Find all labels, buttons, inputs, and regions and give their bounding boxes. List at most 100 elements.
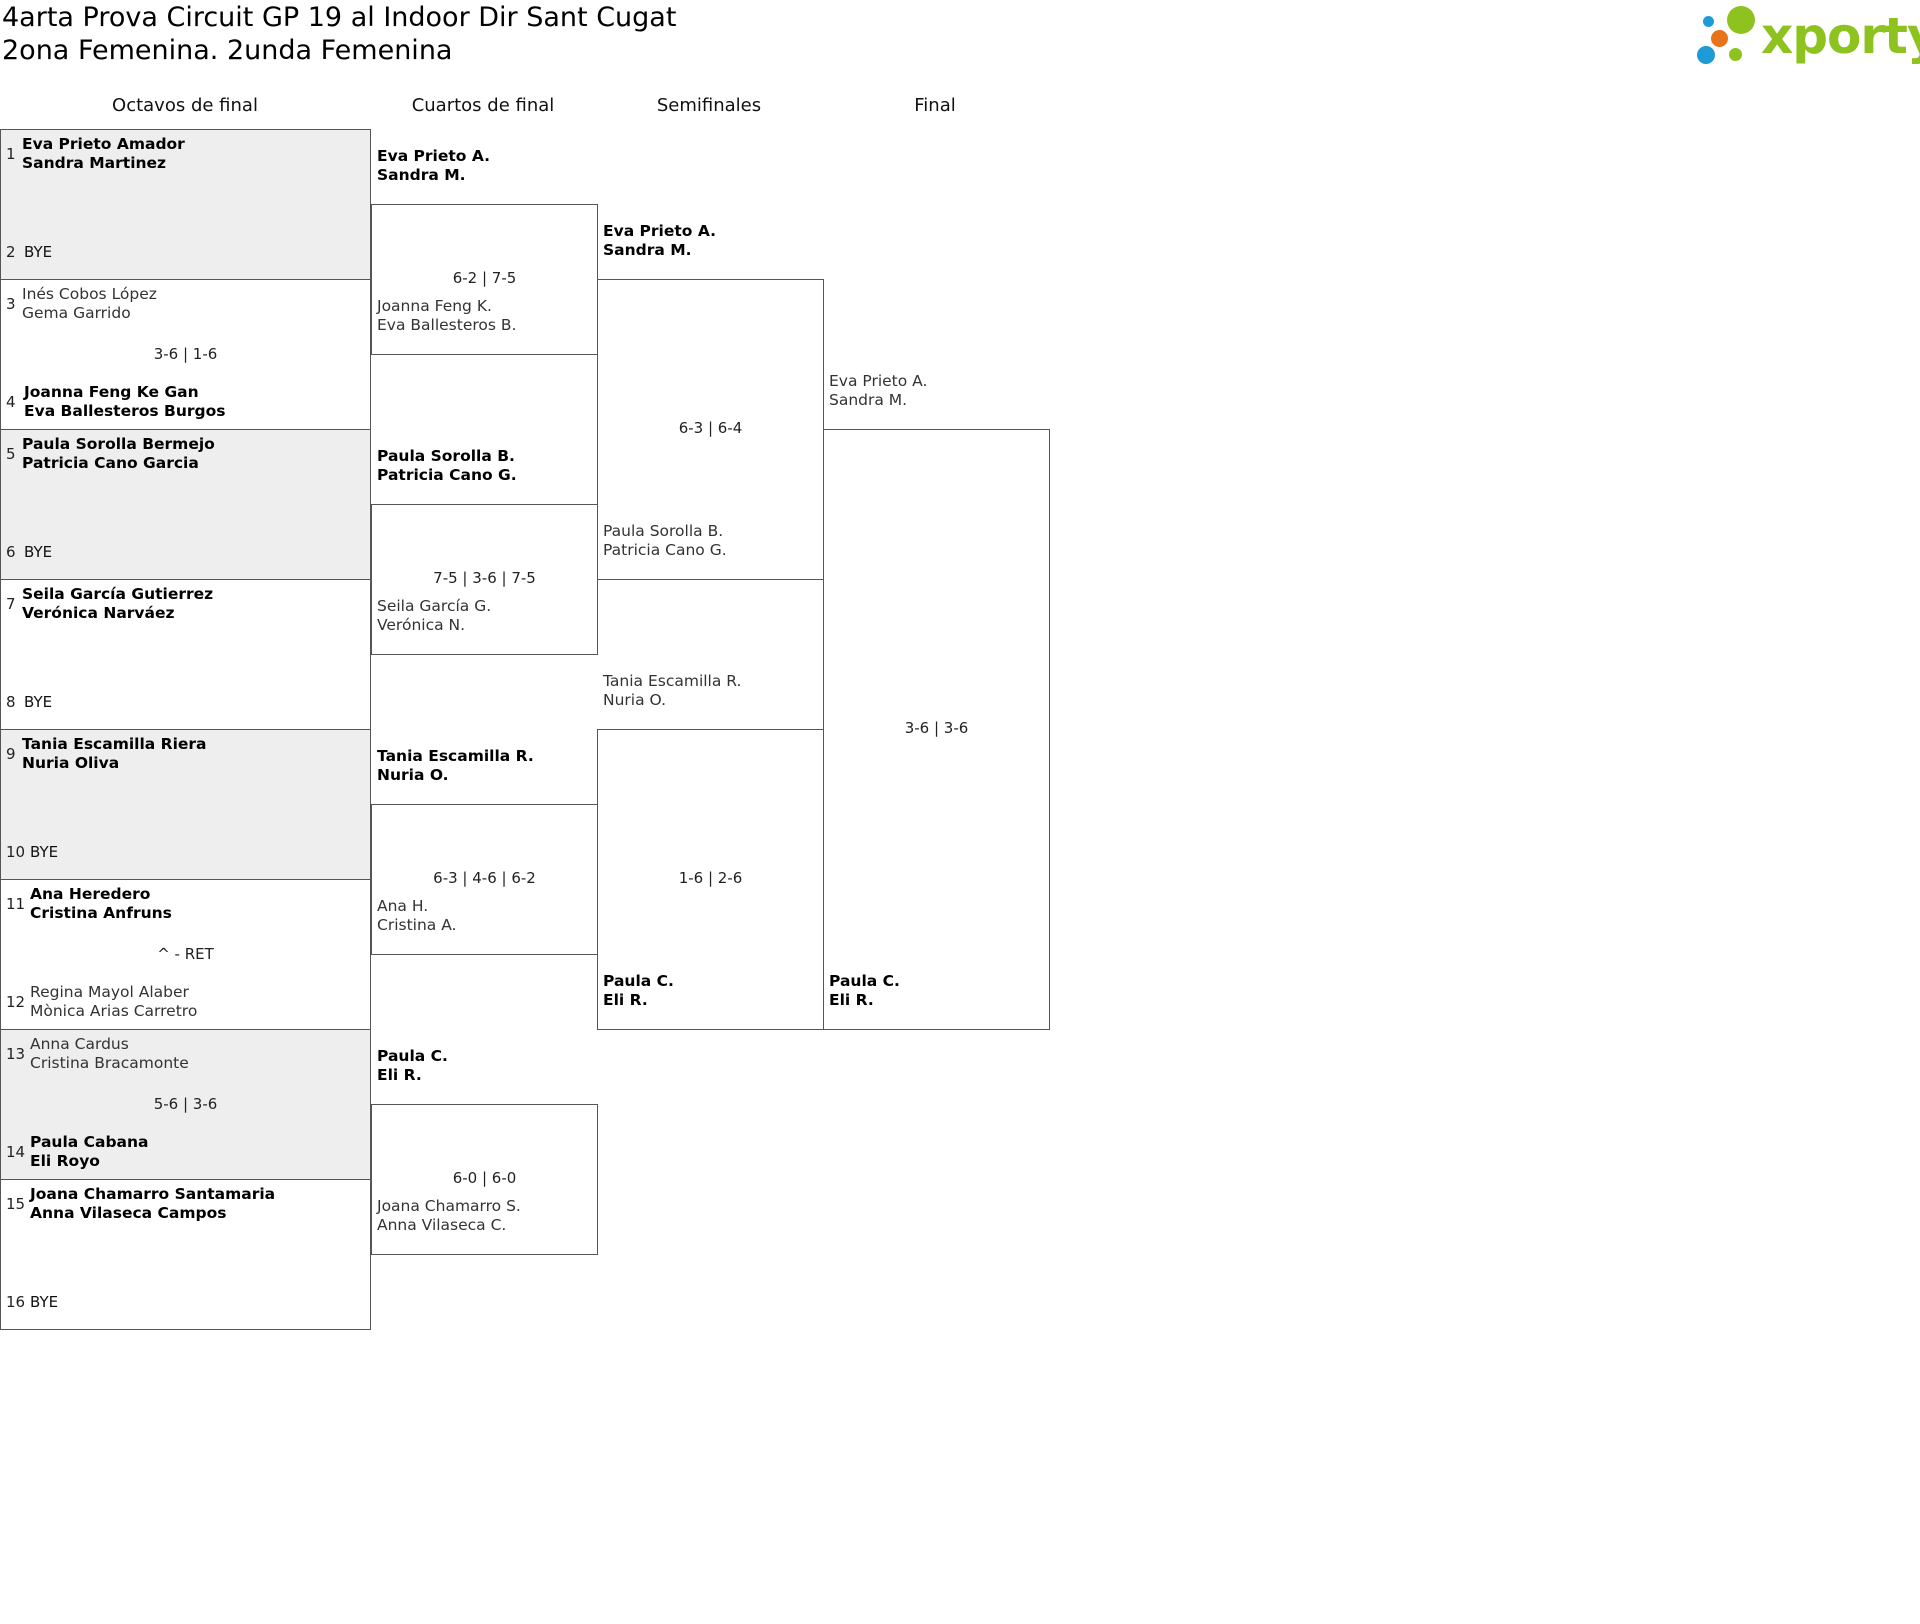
seed-number: 4: [6, 393, 16, 411]
player-name: Eva Prieto A.: [603, 222, 717, 240]
player-name: Cristina A.: [377, 916, 457, 934]
match-score: 1-6 | 2-6: [678, 869, 743, 887]
player-name: Ana Heredero: [30, 885, 151, 903]
player-name: Sandra M.: [829, 391, 908, 409]
match-score: 6-2 | 7-5: [452, 269, 517, 287]
player-name: Eli R.: [829, 991, 874, 1009]
match-score: 6-3 | 4-6 | 6-2: [433, 869, 536, 887]
player-name: Tania Escamilla R.: [377, 747, 534, 765]
team-bottom: Joana Chamarro S.Anna Vilaseca C.: [377, 1197, 521, 1235]
seed-number: 8: [6, 693, 16, 711]
player-name: Nuria O.: [603, 691, 667, 709]
match-score: 6-3 | 6-4: [678, 419, 743, 437]
player-name: Anna Vilaseca Campos: [30, 1204, 227, 1222]
player-name: Sandra Martinez: [22, 154, 167, 172]
seed-number: 7: [6, 595, 16, 613]
player-name: Paula Cabana: [30, 1133, 149, 1151]
player-name: Paula C.: [829, 972, 900, 990]
player-name: Anna Vilaseca C.: [377, 1216, 507, 1234]
player-name: Eva Ballesteros B.: [377, 316, 517, 334]
xporty-logo: xporty: [1695, 4, 1920, 68]
team-bottom: Joanna Feng K.Eva Ballesteros B.: [377, 297, 516, 335]
player-name: Regina Mayol Alaber: [30, 983, 189, 1001]
round-header-qf: Cuartos de final: [411, 95, 555, 116]
match-qf-4: [371, 1104, 598, 1255]
player-name: Eli R.: [603, 991, 648, 1009]
player-name: Eva Prieto A.: [829, 372, 928, 390]
match-r16-8: [0, 1179, 371, 1330]
seed-number: 3: [6, 295, 16, 313]
player-name: Patricia Cano G.: [377, 466, 517, 484]
seed-number: 6: [6, 543, 16, 561]
player-name: Eva Prieto Amador: [22, 135, 185, 153]
player-name: Patricia Cano G.: [603, 541, 727, 559]
seed-number: 15: [6, 1195, 26, 1213]
round-header-r16: Octavos de final: [112, 95, 258, 116]
player-name: Eva Prieto A.: [377, 147, 491, 165]
logo-dot-icon: [1703, 16, 1714, 27]
logo-dot-icon: [1711, 30, 1728, 47]
seed-number: 11: [6, 895, 26, 913]
match-score: 6-0 | 6-0: [452, 1169, 517, 1187]
player-name: Mònica Arias Carretro: [30, 1002, 198, 1020]
player-name: Cristina Bracamonte: [30, 1054, 189, 1072]
player-name: Seila García Gutierrez: [22, 585, 214, 603]
team-top: Eva Prieto A.Sandra M.: [829, 372, 927, 410]
match-score: 3-6 | 1-6: [153, 345, 218, 363]
bye-label: BYE: [30, 1293, 59, 1311]
seed-number: 16: [6, 1293, 26, 1311]
logo-dot-icon: [1727, 6, 1755, 34]
player-name: Verónica N.: [377, 616, 466, 634]
team-top: Paula C.Eli R.: [377, 1047, 448, 1085]
seed-number: 2: [6, 243, 16, 261]
team-bottom: Paula Sorolla B.Patricia Cano G.: [603, 522, 727, 560]
logo-dot-icon: [1729, 48, 1742, 61]
player-name: Tania Escamilla R.: [603, 672, 742, 690]
team-bottom: Paula C.Eli R.: [829, 972, 900, 1010]
team-bottom: Seila García G.Verónica N.: [377, 597, 491, 635]
match-score: 5-6 | 3-6: [153, 1095, 218, 1113]
match-r16-3: [0, 429, 371, 580]
player-name: Paula Sorolla B.: [603, 522, 724, 540]
match-r16-1: [0, 129, 371, 280]
bye-label: BYE: [24, 243, 53, 261]
team-top: Eva Prieto A.Sandra M.: [603, 222, 716, 260]
player-name: Eli R.: [377, 1066, 422, 1084]
player-name: Joana Chamarro S.: [377, 1197, 521, 1215]
match-score: 7-5 | 3-6 | 7-5: [433, 569, 536, 587]
player-name: Sandra M.: [603, 241, 692, 259]
player-name: Verónica Narváez: [22, 604, 175, 622]
round-header-final: Final: [914, 95, 956, 116]
player-name: Seila García G.: [377, 597, 492, 615]
team-top: Paula Sorolla B.Patricia Cano G.: [377, 447, 517, 485]
player-name: Eli Royo: [30, 1152, 100, 1170]
team-top: Eva Prieto A.Sandra M.: [377, 147, 490, 185]
player-name: Ana H.: [377, 897, 429, 915]
player-name: Sandra M.: [377, 166, 466, 184]
seed-number: 1: [6, 145, 16, 163]
player-name: Tania Escamilla Riera: [22, 735, 207, 753]
bye-label: BYE: [30, 843, 59, 861]
bye-label: BYE: [24, 543, 53, 561]
match-r16-5: [0, 729, 371, 880]
player-name: Nuria O.: [377, 766, 449, 784]
player-name: Paula C.: [603, 972, 674, 990]
match-score: ^ - RET: [157, 945, 214, 963]
seed-number: 5: [6, 445, 16, 463]
seed-number: 13: [6, 1045, 26, 1063]
player-name: Patricia Cano Garcia: [22, 454, 199, 472]
team-bottom: Ana H.Cristina A.: [377, 897, 456, 935]
player-name: Paula C.: [377, 1047, 448, 1065]
match-score: 3-6 | 3-6: [904, 719, 969, 737]
player-name: Eva Ballesteros Burgos: [24, 402, 226, 420]
round-header-sf: Semifinales: [656, 95, 762, 116]
player-name: Inés Cobos López: [22, 285, 157, 303]
player-name: Joanna Feng Ke Gan: [24, 383, 199, 401]
